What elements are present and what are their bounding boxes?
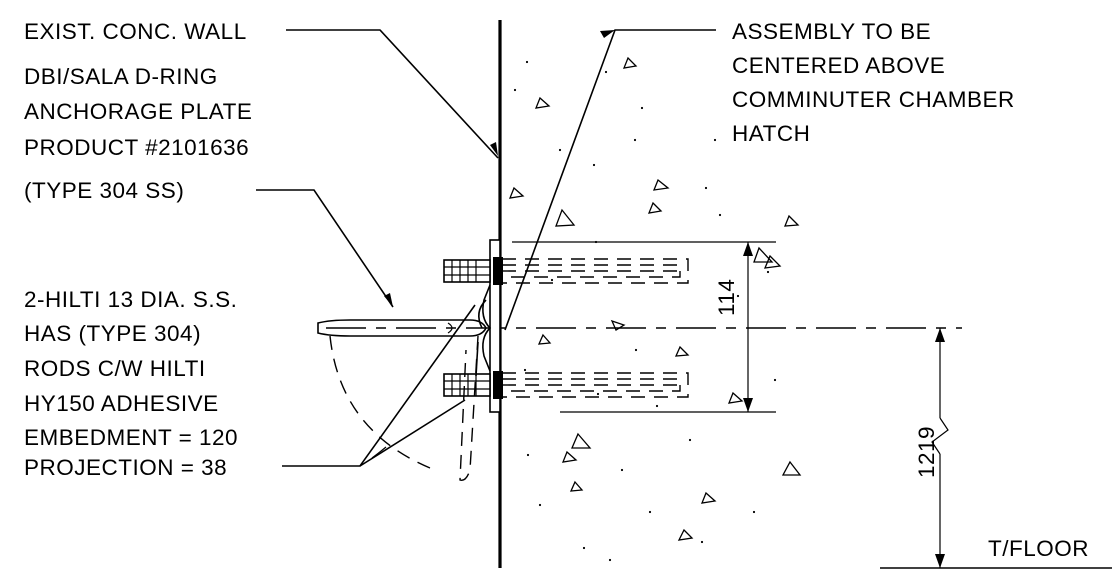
label-rods-line-4: HY150 ADHESIVE <box>24 391 219 416</box>
label-rods-line-6: PROJECTION = 38 <box>24 455 227 480</box>
label-top-of-floor: T/FLOOR <box>988 536 1089 561</box>
label-rods-line-3: RODS C/W HILTI <box>24 356 206 381</box>
embedded-anchor-rods <box>502 258 689 398</box>
leader-lines <box>256 29 716 467</box>
label-plate-line-4: (TYPE 304 SS) <box>24 178 184 203</box>
label-assembly-line-1: ASSEMBLY TO BE <box>732 19 931 44</box>
concrete-aggregate-texture <box>508 56 802 562</box>
label-rods-line-2: HAS (TYPE 304) <box>24 321 201 346</box>
dimension-height-above-floor <box>931 328 949 568</box>
dimension-rod-spacing <box>512 241 776 413</box>
label-rods-line-5: EMBEDMENT = 120 <box>24 425 238 450</box>
label-existing-wall: EXIST. CONC. WALL <box>24 19 247 44</box>
label-rods-line-1: 2-HILTI 13 DIA. S.S. <box>24 287 237 312</box>
anchorage-plate-assembly <box>317 239 503 481</box>
label-plate-line-1: DBI/SALA D-RING <box>24 64 218 89</box>
label-assembly-line-3: COMMINUTER CHAMBER <box>732 87 1015 112</box>
dimension-114-label: 114 <box>714 279 739 316</box>
label-plate-line-2: ANCHORAGE PLATE <box>24 99 252 124</box>
label-assembly-line-4: HATCH <box>732 121 810 146</box>
label-plate-line-3: PRODUCT #2101636 <box>24 135 249 160</box>
label-assembly-line-2: CENTERED ABOVE <box>732 53 945 78</box>
dimension-1219-label: 1219 <box>914 426 939 478</box>
